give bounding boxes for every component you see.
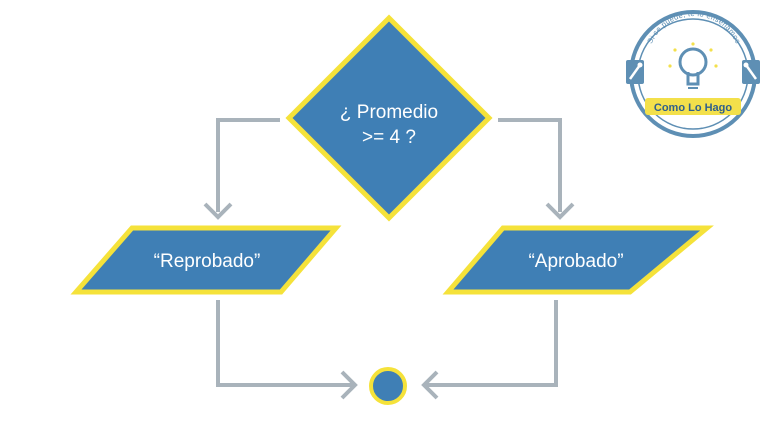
logo-banner	[645, 98, 741, 115]
lightbulb-icon	[668, 42, 718, 89]
output-reprobado: “Reprobado”	[70, 225, 342, 295]
decision-label-line2: >= 4 ?	[362, 127, 416, 148]
connector-right-to-end	[421, 300, 558, 400]
output-right-label: “Aprobado”	[528, 251, 623, 272]
connector-right-down	[498, 118, 575, 220]
output-left-label: “Reprobado”	[154, 251, 261, 272]
output-right-shape	[442, 225, 714, 295]
wrench-right-icon	[742, 60, 760, 84]
logo-banner-text: Como Lo Hago	[654, 102, 732, 114]
connector-left-to-end	[216, 300, 358, 400]
end-connector-circle	[369, 367, 407, 405]
connector-left-down	[203, 118, 280, 220]
output-left-shape	[70, 225, 342, 295]
decision-label-line1: ¿ Promedio	[340, 102, 438, 123]
wrench-left-icon	[626, 60, 644, 84]
decision-node: ¿ Promedio >= 4 ?	[285, 14, 493, 222]
como-lo-hago-logo: Si se puede, te lo enseñamos Como Lo Hag	[626, 9, 760, 138]
decision-diamond	[285, 14, 493, 222]
output-aprobado: “Aprobado”	[442, 225, 714, 295]
